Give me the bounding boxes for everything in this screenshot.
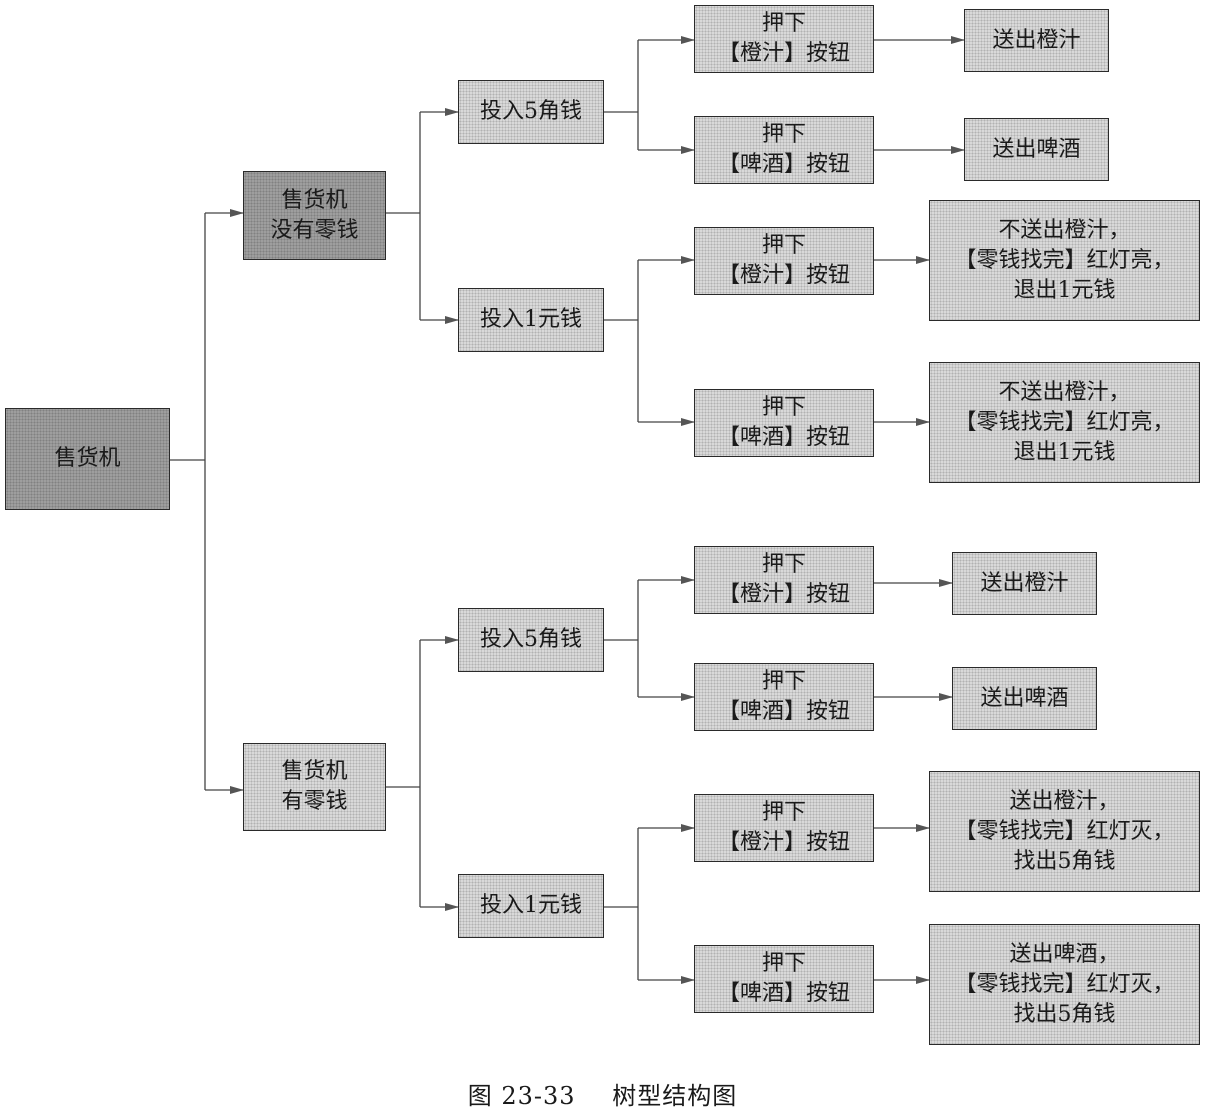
result-line1: 送出橙汁， xyxy=(1009,788,1120,814)
result-out-orange-a: 送出橙汁 xyxy=(964,9,1109,72)
result-line1: 不送出橙汁， xyxy=(998,379,1131,405)
press-line2: 【橙汁】按钮 xyxy=(717,263,850,288)
result-line3: 退出1元钱 xyxy=(1013,439,1116,465)
press-orange-node-c: 押下 【橙汁】按钮 xyxy=(694,546,874,614)
state-no-change-line1: 售货机 xyxy=(281,187,348,213)
coin-node-label: 投入5角钱 xyxy=(480,99,582,124)
result-out-orange-b: 送出橙汁 xyxy=(952,552,1097,615)
result-beer-with-change: 送出啤酒， 【零钱找完】红灯灭， 找出5角钱 xyxy=(929,924,1200,1045)
result-label: 送出橙汁 xyxy=(980,570,1069,596)
press-line1: 押下 xyxy=(761,122,806,147)
press-line1: 押下 xyxy=(761,669,806,694)
state-node-no-change: 售货机 没有零钱 xyxy=(243,171,386,260)
result-no-orange: 不送出橙汁， 【零钱找完】红灯亮， 退出1元钱 xyxy=(929,200,1200,321)
press-line2: 【啤酒】按钮 xyxy=(717,699,850,724)
coin-node-5jiao-b: 投入5角钱 xyxy=(458,608,604,672)
result-line3: 找出5角钱 xyxy=(1013,848,1116,874)
press-line1: 押下 xyxy=(761,552,806,577)
press-line2: 【橙汁】按钮 xyxy=(717,41,850,66)
press-line2: 【橙汁】按钮 xyxy=(717,582,850,607)
coin-node-label: 投入1元钱 xyxy=(480,893,582,918)
press-beer-node-c: 押下 【啤酒】按钮 xyxy=(694,663,874,731)
figure-title: 树型结构图 xyxy=(612,1082,738,1110)
press-beer-node-b: 押下 【啤酒】按钮 xyxy=(694,389,874,457)
state-with-change-line1: 售货机 xyxy=(281,759,348,784)
figure-number: 图 23-33 xyxy=(467,1082,576,1110)
press-orange-node-d: 押下 【橙汁】按钮 xyxy=(694,794,874,862)
coin-node-1yuan-a: 投入1元钱 xyxy=(458,288,604,352)
result-line2: 【零钱找完】红灯亮， xyxy=(954,247,1175,273)
press-line1: 押下 xyxy=(761,395,806,420)
coin-node-5jiao-a: 投入5角钱 xyxy=(458,80,604,144)
result-line3: 找出5角钱 xyxy=(1013,1001,1116,1027)
press-orange-node-a: 押下 【橙汁】按钮 xyxy=(694,5,874,73)
result-label: 送出啤酒 xyxy=(980,685,1069,711)
state-no-change-line2: 没有零钱 xyxy=(270,217,359,243)
press-beer-node-a: 押下 【啤酒】按钮 xyxy=(694,116,874,184)
result-out-beer-b: 送出啤酒 xyxy=(952,667,1097,730)
result-line1: 送出啤酒， xyxy=(1009,941,1120,967)
figure-caption: 图 23-33 树型结构图 xyxy=(0,1076,1205,1111)
press-line2: 【啤酒】按钮 xyxy=(717,425,850,450)
press-line2: 【啤酒】按钮 xyxy=(717,981,850,1006)
state-node-with-change: 售货机 有零钱 xyxy=(243,743,386,831)
coin-node-label: 投入5角钱 xyxy=(480,627,582,652)
result-line2: 【零钱找完】红灯灭， xyxy=(954,971,1175,997)
result-line2: 【零钱找完】红灯亮， xyxy=(954,409,1175,435)
press-orange-node-b: 押下 【橙汁】按钮 xyxy=(694,227,874,295)
state-with-change-line2: 有零钱 xyxy=(281,789,348,814)
press-line2: 【啤酒】按钮 xyxy=(717,152,850,177)
press-line1: 押下 xyxy=(761,233,806,258)
press-line2: 【橙汁】按钮 xyxy=(717,830,850,855)
result-label: 送出橙汁 xyxy=(992,27,1081,53)
coin-node-1yuan-b: 投入1元钱 xyxy=(458,874,604,938)
press-line1: 押下 xyxy=(761,951,806,976)
result-orange-with-change: 送出橙汁， 【零钱找完】红灯灭， 找出5角钱 xyxy=(929,771,1200,892)
root-label: 售货机 xyxy=(54,446,121,471)
root-node: 售货机 xyxy=(5,408,170,510)
result-line2: 【零钱找完】红灯灭， xyxy=(954,818,1175,844)
result-line3: 退出1元钱 xyxy=(1013,277,1116,303)
result-no-beer: 不送出橙汁， 【零钱找完】红灯亮， 退出1元钱 xyxy=(929,362,1200,483)
press-beer-node-d: 押下 【啤酒】按钮 xyxy=(694,945,874,1013)
coin-node-label: 投入1元钱 xyxy=(480,307,582,332)
press-line1: 押下 xyxy=(761,800,806,825)
result-label: 送出啤酒 xyxy=(992,136,1081,162)
result-out-beer-a: 送出啤酒 xyxy=(964,118,1109,181)
press-line1: 押下 xyxy=(761,11,806,36)
result-line1: 不送出橙汁， xyxy=(998,217,1131,243)
